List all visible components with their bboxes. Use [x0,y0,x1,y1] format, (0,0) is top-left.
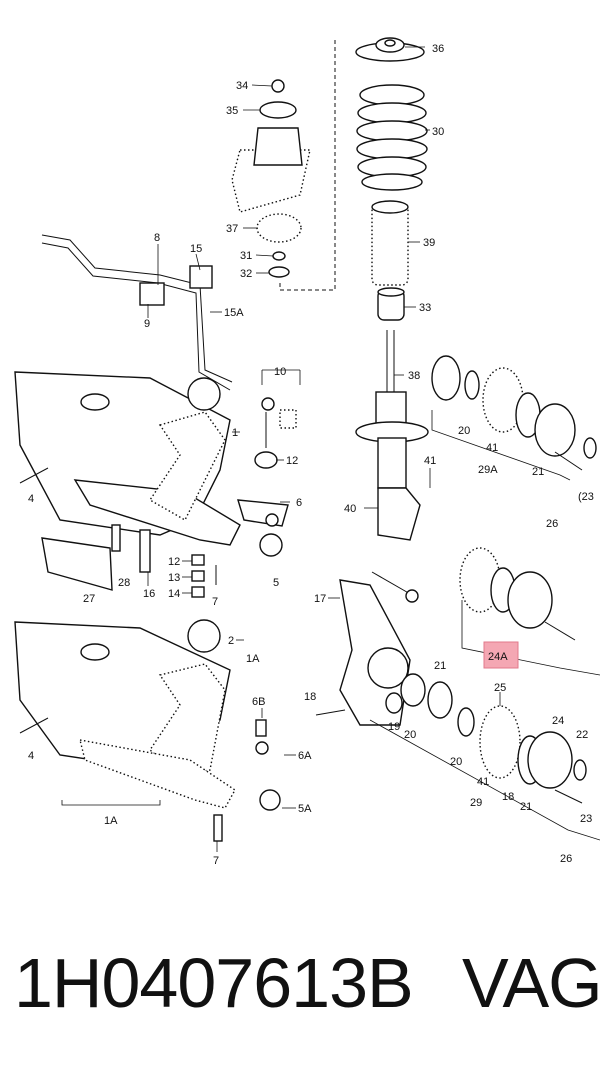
callout-24: 24 [552,715,564,727]
callout-8: 8 [154,232,160,244]
callout-1a-2: 1A [104,815,118,827]
bump-stop [377,287,405,321]
callout-18b: 18 [502,791,514,803]
callout-12a: 12 [286,455,298,467]
callout-6: 6 [296,497,302,509]
coil-spring [356,84,428,191]
callout-29: 29 [470,797,482,809]
callout-17: 17 [314,593,326,605]
callout-1: 1 [232,427,238,439]
callout-37: 37 [226,223,238,235]
callout-7a: 7 [212,596,218,608]
callout-23: 23 [580,813,592,825]
top-mount [231,79,311,278]
suspension-parts-diagram: 36 30 34 35 37 31 32 39 33 38 8 15 15A 9… [14,37,600,867]
lower-wishbone [14,619,281,842]
callout-12b: 12 [168,556,180,568]
callout-23a: (23 [578,491,594,503]
callout-39: 39 [423,237,435,249]
callout-5a: 5A [298,803,312,815]
callout-10: 10 [274,366,286,378]
callout-6b: 6B [252,696,265,708]
callout-41b: 41 [486,442,498,454]
strut-assembly [231,37,429,541]
part-caption: 1H0407613B VAG [14,935,600,1045]
callout-20b: 20 [404,729,416,741]
leader-lines [147,46,501,852]
callout-31: 31 [240,250,252,262]
bump-boot [371,200,409,286]
part-number: 1H0407613B [14,944,414,1022]
callout-7b: 7 [213,855,219,867]
callout-41c: 41 [477,776,489,788]
callout-4b: 4 [28,750,34,762]
knuckle-and-hubs [315,355,600,841]
callout-21a: 21 [532,466,544,478]
callout-22: 22 [576,729,588,741]
stabilizer-and-subframe [14,234,241,591]
callout-labels: 36 30 34 35 37 31 32 39 33 38 8 15 15A 9… [28,43,594,867]
callout-18: 18 [304,691,316,703]
callout-36: 36 [432,43,444,55]
callout-20a: 20 [458,425,470,437]
callout-13: 13 [168,572,180,584]
callout-41a: 41 [424,455,436,467]
callout-27: 27 [83,593,95,605]
callout-19: 19 [388,721,400,733]
callout-28: 28 [118,577,130,589]
callout-34: 34 [236,80,248,92]
callout-1a: 1A [246,653,260,665]
callout-26: 26 [560,853,572,865]
callout-30: 30 [432,126,444,138]
link-ball-joint [191,369,301,598]
callout-15a: 15A [224,307,244,319]
callout-16: 16 [143,588,155,600]
callout-32: 32 [240,268,252,280]
callout-9: 9 [144,318,150,330]
callout-2: 2 [228,635,234,647]
callout-25: 25 [494,682,506,694]
callout-21c: 21 [520,801,532,813]
callout-29a: 29A [478,464,498,476]
callout-15: 15 [190,243,202,255]
callout-4a: 4 [28,493,34,505]
callout-14: 14 [168,588,180,600]
callout-24a: 24A [488,651,508,663]
callout-33: 33 [419,302,431,314]
callout-20c: 20 [450,756,462,768]
brand-name: VAG [462,944,600,1022]
shock-absorber [355,330,429,541]
callout-26a: 26 [546,518,558,530]
callout-35: 35 [226,105,238,117]
callout-6a: 6A [298,750,312,762]
callout-5: 5 [273,577,279,589]
callout-40: 40 [344,503,356,515]
callout-38: 38 [408,370,420,382]
callout-21b: 21 [434,660,446,672]
